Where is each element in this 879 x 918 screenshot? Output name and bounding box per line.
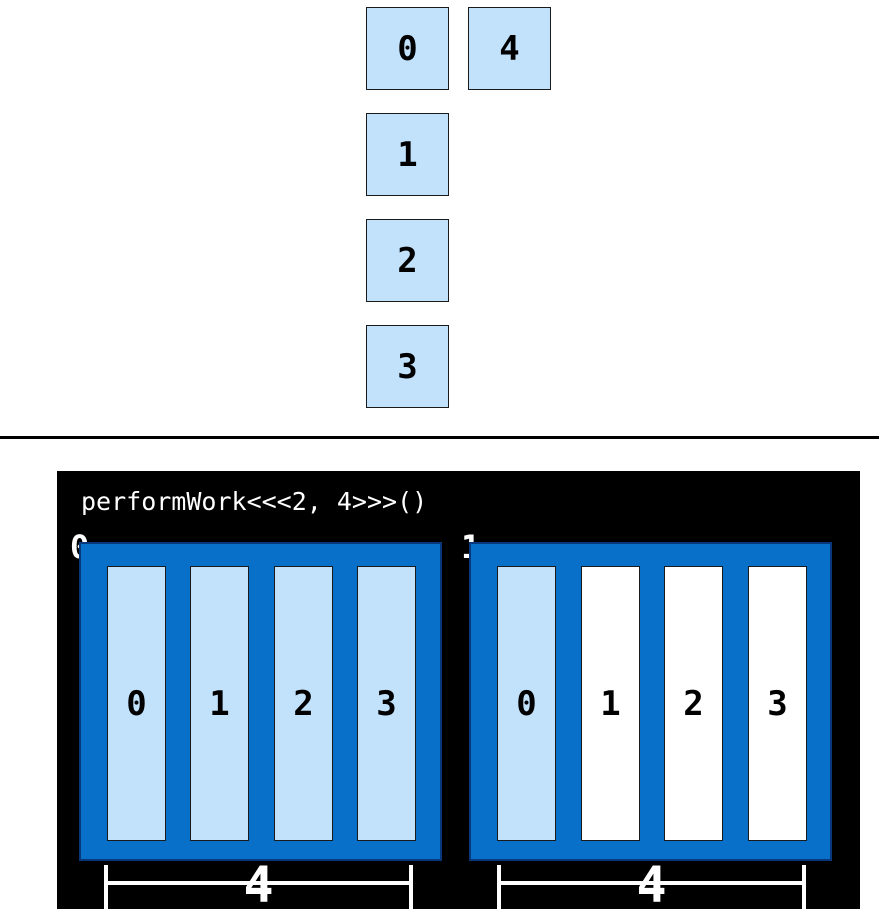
element-cell-3: 3 xyxy=(366,325,449,408)
dim-tick-left xyxy=(497,865,501,909)
dim-line xyxy=(497,881,806,885)
dim-line xyxy=(104,881,413,885)
thread-0: 0 xyxy=(497,566,556,841)
grid-panel: performWork<<<2, 4>>>() 0 0 1 2 3 4 1 0 … xyxy=(57,471,860,909)
block-dim-label: 4 xyxy=(636,861,667,909)
kernel-call-text: performWork<<<2, 4>>>() xyxy=(81,487,428,516)
dim-tick-right xyxy=(409,865,413,909)
block-dim-label: 4 xyxy=(243,861,274,909)
block-1: 0 1 2 3 xyxy=(469,542,832,861)
block-dim-1: 4 xyxy=(497,861,806,909)
element-cell-0: 0 xyxy=(366,7,449,90)
element-cell-1: 1 xyxy=(366,113,449,196)
thread-2: 2 xyxy=(664,566,723,841)
divider-line xyxy=(0,436,879,439)
thread-2: 2 xyxy=(274,566,333,841)
thread-1: 1 xyxy=(581,566,640,841)
block-dim-0: 4 xyxy=(104,861,413,909)
dim-tick-right xyxy=(802,865,806,909)
dim-tick-left xyxy=(104,865,108,909)
thread-0: 0 xyxy=(107,566,166,841)
thread-3: 3 xyxy=(748,566,807,841)
element-cell-4: 4 xyxy=(468,7,551,90)
block-0: 0 1 2 3 xyxy=(79,542,442,861)
thread-3: 3 xyxy=(357,566,416,841)
thread-1: 1 xyxy=(190,566,249,841)
element-cell-2: 2 xyxy=(366,219,449,302)
